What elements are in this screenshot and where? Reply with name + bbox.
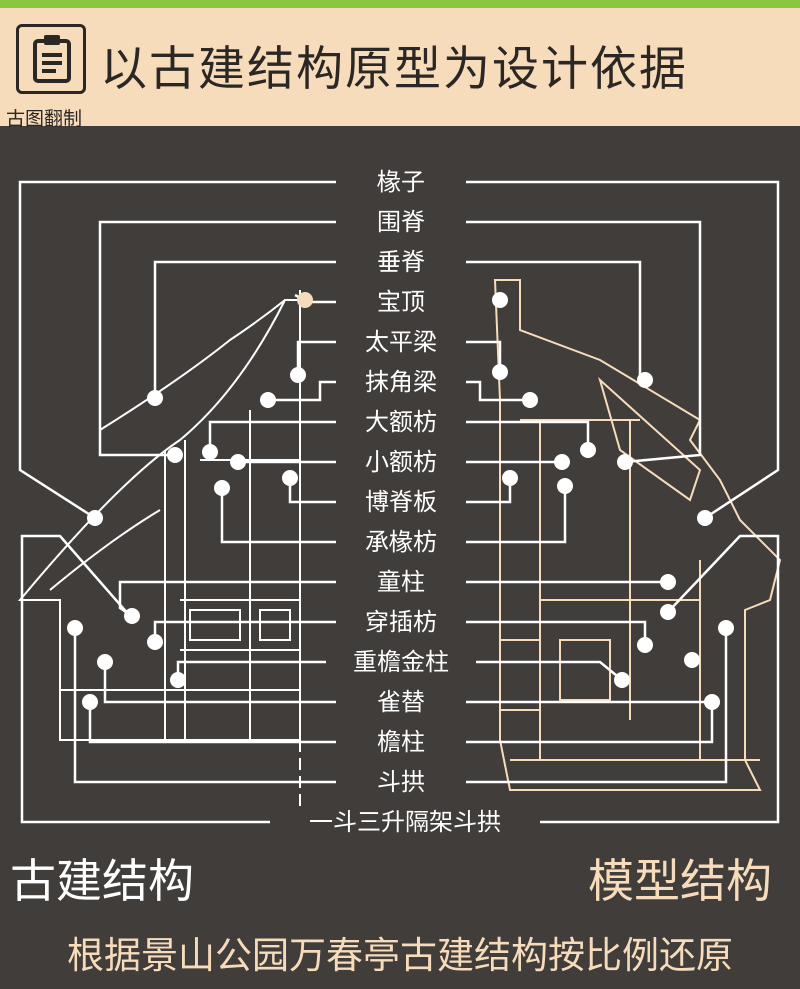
document-clipboard-icon bbox=[16, 24, 86, 94]
left-callout-dots bbox=[67, 367, 306, 710]
label-surrounding-ridge: 围脊 bbox=[336, 206, 466, 238]
top-accent-bar bbox=[0, 0, 800, 8]
header-banner: 以古建结构原型为设计依据 古图翻制 bbox=[0, 8, 800, 130]
label-short-post: 童柱 bbox=[336, 566, 466, 598]
label-taiping-beam: 太平梁 bbox=[336, 326, 466, 358]
right-callout-dots bbox=[492, 292, 734, 710]
label-penetrating-tiebeam: 穿插枋 bbox=[336, 606, 466, 638]
right-leader-lines bbox=[450, 180, 780, 824]
label-sparrow-brace: 雀替 bbox=[336, 686, 466, 718]
left-top-dot bbox=[297, 292, 313, 308]
label-vertical-ridge: 垂脊 bbox=[336, 246, 466, 278]
footer-caption: 根据景山公园万春亭古建结构按比例还原 bbox=[67, 934, 733, 977]
label-large-architrave: 大额枋 bbox=[336, 406, 466, 438]
header-subtitle: 古图翻制 bbox=[6, 108, 83, 130]
label-corner-beam: 抹角梁 bbox=[336, 366, 466, 398]
label-roof-finial: 宝顶 bbox=[336, 286, 466, 318]
model-structure-title: 模型结构 bbox=[588, 854, 772, 908]
ancient-structure-title: 古建结构 bbox=[10, 854, 194, 908]
label-eave-column: 檐柱 bbox=[336, 726, 466, 758]
left-leader-lines bbox=[18, 180, 350, 824]
ancient-building-drawing bbox=[17, 290, 301, 810]
label-double-eave-column: 重檐金柱 bbox=[326, 646, 476, 678]
label-rafter: 椽子 bbox=[336, 166, 466, 198]
label-bracket-set: 斗拱 bbox=[336, 766, 466, 798]
label-bracket-partition: 一斗三升隔架斗拱 bbox=[272, 806, 538, 838]
label-small-architrave: 小额枋 bbox=[336, 446, 466, 478]
page-title: 以古建结构原型为设计依据 bbox=[100, 42, 688, 97]
label-rafter-bearing-tiebeam: 承椽枋 bbox=[336, 526, 466, 558]
model-building-drawing bbox=[493, 279, 782, 791]
label-ridge-board: 博脊板 bbox=[336, 486, 466, 518]
